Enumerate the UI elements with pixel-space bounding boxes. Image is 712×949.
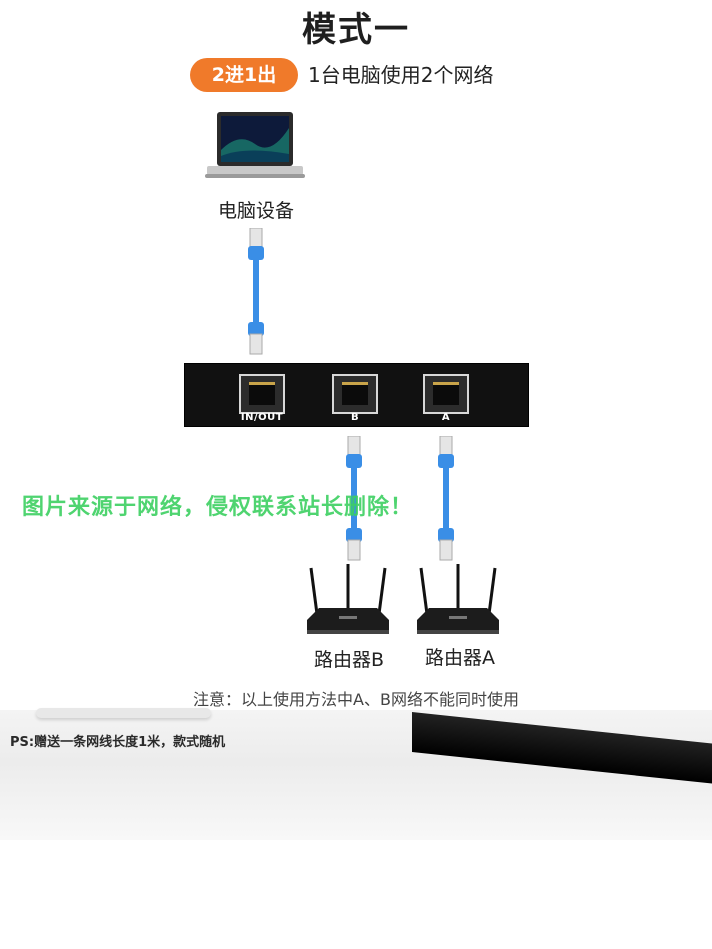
ethernet-cable-icon: [248, 228, 264, 355]
watermark-text: 图片来源于网络，侵权联系站长删除！: [22, 495, 414, 520]
ps-note: PS:赠送一条网线长度1米，款式随机: [10, 735, 226, 750]
port-label: IN/OUT: [240, 412, 284, 423]
mode-badge: 2进1出: [190, 58, 298, 92]
product-photo-background: [0, 710, 712, 840]
port-label: A: [441, 412, 451, 423]
ethernet-cable-icon: [346, 436, 362, 561]
laptop-icon: [205, 112, 305, 178]
ethernet-cable-icon: [438, 436, 454, 561]
computer-label: 电脑设备: [217, 200, 294, 222]
router-a-label: 路由器A: [425, 647, 495, 669]
usage-note: 注意：以上使用方法中A、B网络不能同时使用: [193, 690, 519, 709]
router-b-label: 路由器B: [313, 649, 385, 671]
port-label: B: [350, 412, 360, 423]
port-b: [332, 374, 378, 414]
cable-photo-fragment: [36, 708, 211, 718]
router-icon: [307, 564, 389, 634]
network-switch: IN/OUT B A: [184, 363, 529, 427]
router-icon: [417, 564, 499, 634]
port-in-out: [239, 374, 285, 414]
mode-subtitle: 1台电脑使用2个网络: [308, 63, 494, 87]
port-a: [423, 374, 469, 414]
page-title: 模式一: [302, 10, 410, 50]
